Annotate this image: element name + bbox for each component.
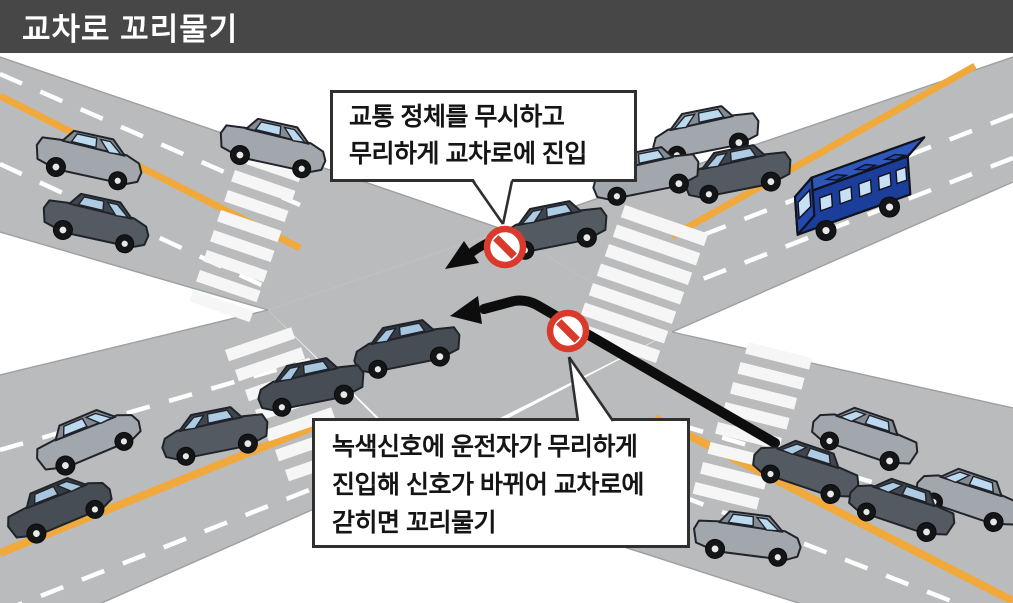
page-title: 교차로 꼬리물기: [22, 12, 239, 47]
title-bar: 교차로 꼬리물기: [0, 0, 1013, 53]
no-entry-icon: [487, 229, 523, 265]
no-entry-icon: [550, 313, 586, 349]
intersection-illustration: [0, 56, 1013, 603]
callout-bubbles: [312, 90, 690, 548]
